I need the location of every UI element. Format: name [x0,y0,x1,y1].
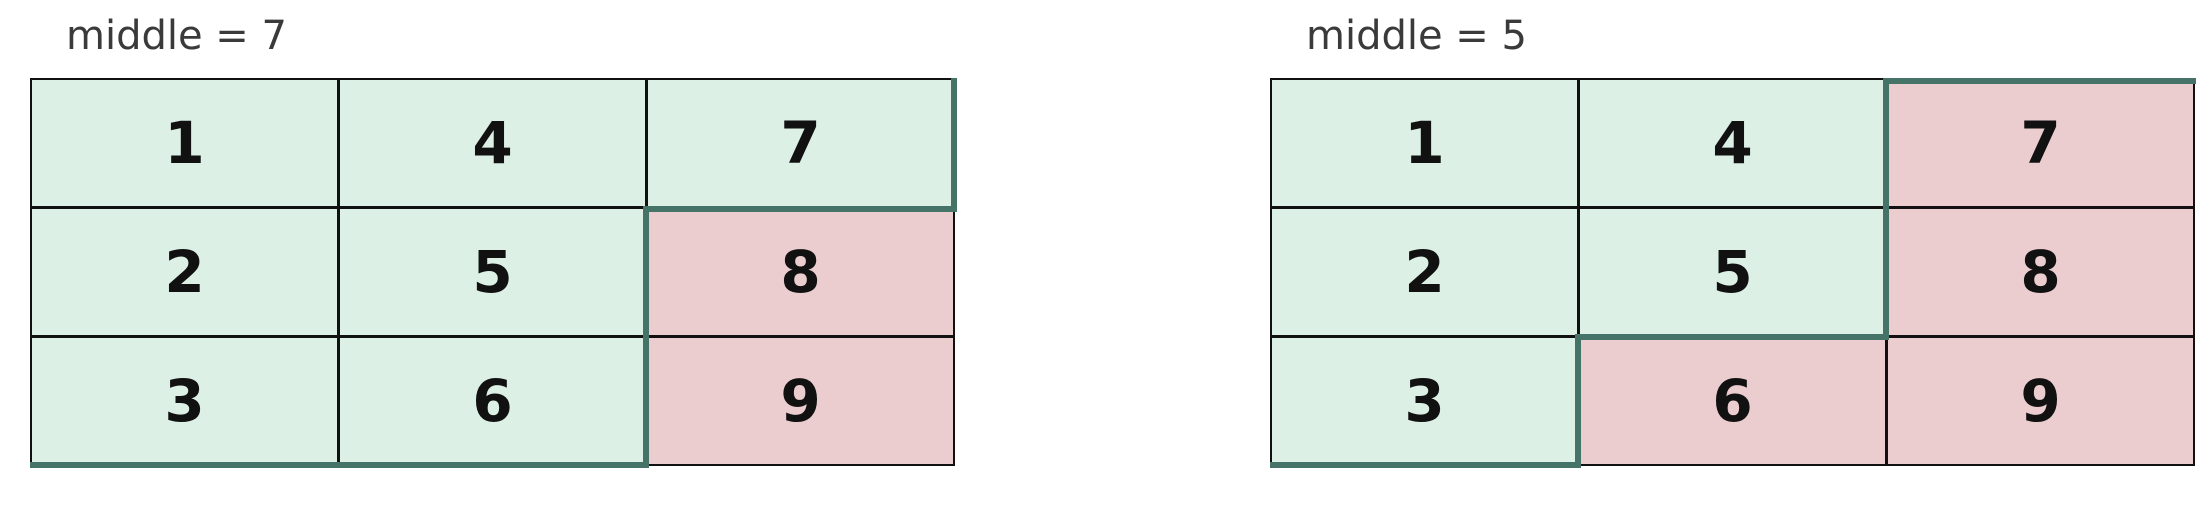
number-grid: 1 4 7 2 5 8 3 6 9 [30,78,957,468]
partition-boundary-segment [951,78,957,212]
diagram-caption: middle = 5 [1306,13,1527,59]
number-grid: 1 4 7 2 5 8 3 6 9 [1270,78,2196,468]
grid-cell: 8 [646,207,955,337]
partition-boundary-segment [1883,78,1889,340]
grid-cell: 7 [646,78,955,208]
partition-boundary-segment [1575,334,1889,340]
grid-cell: 4 [338,78,647,208]
partition-boundary-segment [1270,462,1581,468]
grid-cell: 1 [1270,78,1579,208]
grid-cell: 6 [338,336,647,466]
grid-cell: 1 [30,78,339,208]
grid-cell: 8 [1886,207,2195,337]
grid-cell: 5 [338,207,647,337]
partition-boundary-segment [1575,334,1581,468]
grid-cell: 3 [1270,336,1579,466]
diagram-middle-5: middle = 5 1 4 7 2 5 8 3 6 9 [1240,0,2196,508]
partition-boundary-segment [643,206,649,468]
diagram-caption: middle = 7 [66,13,287,59]
grid-cell: 4 [1578,78,1887,208]
grid-cell: 9 [646,336,955,466]
grid-cell: 6 [1578,336,1887,466]
partition-boundary-segment [643,206,957,212]
partition-boundary-segment [30,462,649,468]
grid-cell: 7 [1886,78,2195,208]
grid-cell: 9 [1886,336,2195,466]
grid-cell: 3 [30,336,339,466]
diagram-middle-7: middle = 7 1 4 7 2 5 8 3 6 9 [0,0,957,508]
partition-boundary-segment [1883,78,2196,84]
grid-cell: 5 [1578,207,1887,337]
grid-cell: 2 [1270,207,1579,337]
grid-cell: 2 [30,207,339,337]
